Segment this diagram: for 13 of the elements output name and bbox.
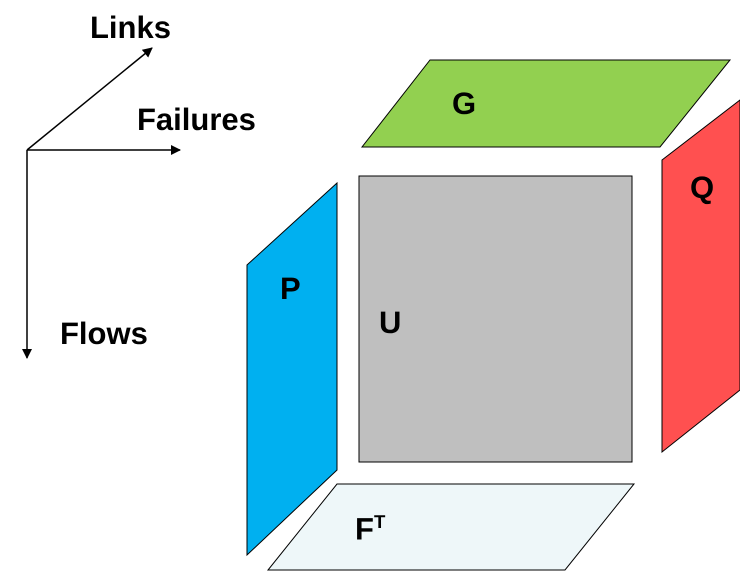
matrix-label: Q xyxy=(690,172,714,203)
matrix-face xyxy=(247,183,337,555)
matrix-label: F$^{T}$ xyxy=(355,513,386,544)
axis-label: Flows xyxy=(60,318,148,349)
matrix-face xyxy=(662,100,740,452)
matrix-label: P xyxy=(280,273,301,304)
matrix-label: G xyxy=(452,88,476,119)
matrix-face xyxy=(362,60,730,147)
matrix-face xyxy=(268,484,634,570)
matrix-label: U xyxy=(379,307,402,338)
axis-label: Links xyxy=(90,12,171,43)
matrix-face xyxy=(359,176,632,462)
axis-label: Failures xyxy=(137,104,256,135)
